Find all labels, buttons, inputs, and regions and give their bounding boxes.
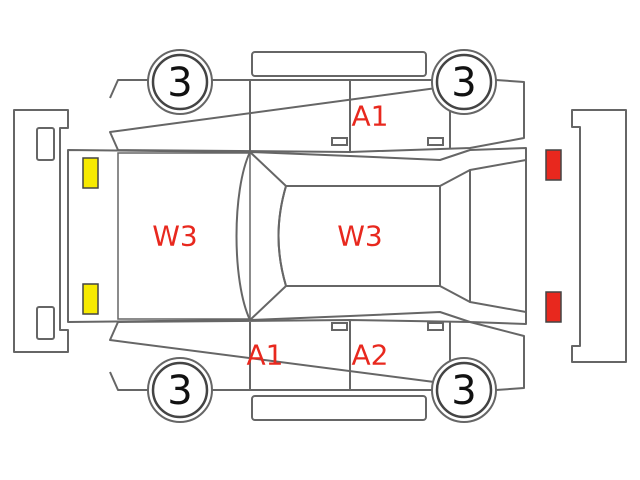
damage-mark-right-rear-door: A1 <box>352 100 389 133</box>
rear-bumper <box>571 109 627 363</box>
front-bumper <box>13 109 69 353</box>
left-side-profile <box>109 319 525 391</box>
rear-lamp-bottom <box>545 291 562 323</box>
wheel-front-left: 3 <box>147 357 213 423</box>
rear-window <box>439 169 471 303</box>
right-rear-door-handle <box>427 137 444 146</box>
roof-panel <box>277 185 441 287</box>
front-bumper-slot-bottom <box>36 306 55 340</box>
damage-mark-left-rear-door: A2 <box>352 339 389 372</box>
wheel-rear-right-grade: 3 <box>451 60 476 106</box>
wheel-front-right: 3 <box>147 49 213 115</box>
damage-mark-left-front-door: A1 <box>247 339 284 372</box>
wheel-rear-left: 3 <box>431 357 497 423</box>
wheel-front-right-grade: 3 <box>167 60 192 106</box>
trunk-panel <box>469 159 527 313</box>
front-lamp-bottom <box>82 283 99 315</box>
wheel-front-left-grade: 3 <box>167 368 192 414</box>
top-view-body <box>67 147 527 325</box>
rear-lamp-top <box>545 149 562 181</box>
wheel-rear-left-grade: 3 <box>451 368 476 414</box>
hood-panel <box>117 152 251 320</box>
right-front-door-handle <box>331 137 348 146</box>
left-front-door-handle <box>331 322 348 331</box>
damage-mark-hood: W3 <box>152 220 198 253</box>
left-rear-door-handle <box>427 322 444 331</box>
wheel-rear-right: 3 <box>431 49 497 115</box>
left-side-sill <box>251 395 427 421</box>
damage-mark-roof: W3 <box>337 220 383 253</box>
front-bumper-slot-top <box>36 127 55 161</box>
right-side-sill <box>251 51 427 77</box>
front-lamp-top <box>82 157 99 189</box>
